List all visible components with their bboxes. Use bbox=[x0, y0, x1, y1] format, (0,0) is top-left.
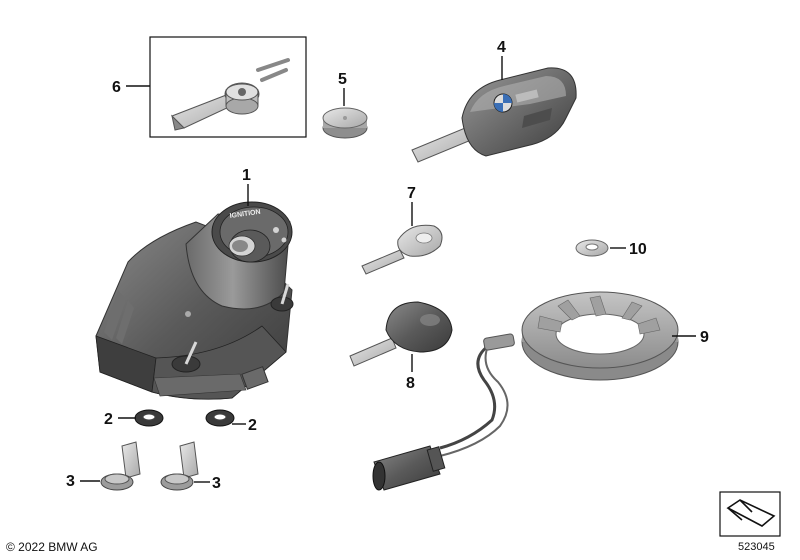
part-1-ignition-lock: IGNITION bbox=[95, 201, 294, 400]
callout-number: 3 bbox=[66, 473, 75, 490]
callout-5: 5 bbox=[338, 71, 347, 106]
part-4-key-fob bbox=[411, 67, 577, 163]
callout-4: 4 bbox=[497, 39, 506, 80]
callout-9: 9 bbox=[672, 329, 709, 346]
callout-3-right: 3 bbox=[194, 475, 221, 492]
callout-6: 6 bbox=[112, 79, 150, 96]
callout-number: 9 bbox=[700, 329, 709, 346]
part-3-bolts bbox=[100, 441, 199, 491]
part-6-lever-set bbox=[149, 36, 307, 138]
callout-10: 10 bbox=[610, 241, 647, 258]
callout-2-left: 2 bbox=[104, 411, 136, 428]
part-10-washer bbox=[575, 239, 609, 257]
callout-2-right: 2 bbox=[232, 417, 257, 434]
callout-number: 8 bbox=[406, 375, 415, 392]
callout-number: 5 bbox=[338, 71, 347, 88]
callout-number: 3 bbox=[212, 475, 221, 492]
callout-number: 4 bbox=[497, 39, 506, 56]
part-5-battery bbox=[322, 107, 368, 139]
callout-number: 2 bbox=[104, 411, 113, 428]
callout-number: 2 bbox=[248, 417, 257, 434]
callout-number: 10 bbox=[629, 241, 647, 258]
part-9-antenna-ring bbox=[372, 291, 679, 491]
view-symbol-icon bbox=[719, 491, 781, 537]
diagram-reference-number: 523045 bbox=[738, 541, 775, 553]
part-6-frame bbox=[149, 36, 307, 138]
callout-number: 1 bbox=[242, 167, 251, 184]
callout-number: 7 bbox=[407, 185, 416, 202]
part-8-key bbox=[349, 301, 453, 367]
callout-1: 1 bbox=[242, 167, 251, 206]
copyright-text: © 2022 BMW AG bbox=[6, 540, 98, 554]
callout-3-left: 3 bbox=[66, 473, 100, 490]
part-7-key bbox=[361, 224, 443, 275]
ignition-label: IGNITION bbox=[229, 209, 261, 220]
callout-number: 6 bbox=[112, 79, 121, 96]
part-2-washers bbox=[134, 409, 235, 427]
callout-8: 8 bbox=[406, 354, 415, 392]
callout-7: 7 bbox=[407, 185, 416, 226]
